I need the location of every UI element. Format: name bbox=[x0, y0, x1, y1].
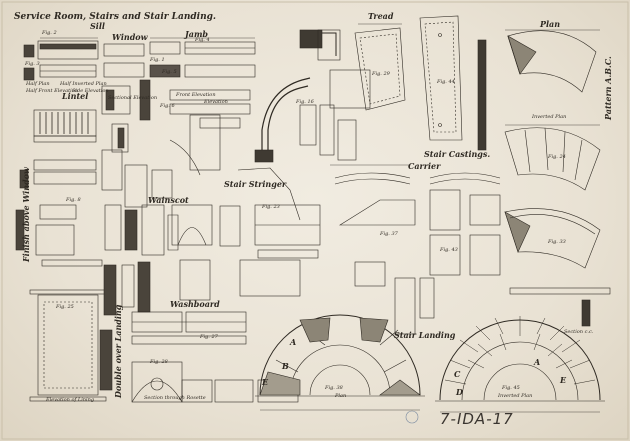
fig-label: Fig. 43 bbox=[440, 247, 458, 253]
heading-tread: Tread bbox=[368, 11, 394, 21]
fan-plans bbox=[504, 30, 611, 327]
fig-label: Fig. 3 bbox=[25, 61, 40, 67]
fig-label: Fig. 4 bbox=[195, 37, 210, 43]
fig-label: Fig. 38 bbox=[325, 385, 343, 391]
landing-plan-left bbox=[255, 314, 425, 397]
label-half-front-elevation: Half Front Elevation bbox=[26, 88, 78, 94]
fig-label: Fig. 1 bbox=[150, 57, 165, 63]
label-plan: Plan bbox=[335, 393, 347, 399]
fig-label: Fig. 5 bbox=[162, 69, 177, 75]
plan-letter: C bbox=[454, 369, 461, 379]
heading-jamb: Jamb bbox=[185, 29, 209, 39]
heading-stair-landing: Stair Landing bbox=[394, 330, 456, 340]
plan-letter: B bbox=[282, 361, 289, 371]
fig-label: Fig. 25 bbox=[56, 304, 74, 310]
fig-label: Fig. 27 bbox=[200, 334, 218, 340]
label-half-plan: Half Plan bbox=[26, 81, 50, 87]
stair-castings bbox=[334, 172, 501, 335]
jamb-details bbox=[149, 41, 256, 129]
heading-carrier: Carrier bbox=[408, 161, 441, 171]
washboard bbox=[131, 311, 247, 345]
dimension-marks bbox=[40, 23, 600, 413]
label-elevation: Elevation bbox=[204, 99, 228, 105]
fig-label: Fig. 16 bbox=[296, 99, 314, 105]
fig-label: Fig. 33 bbox=[548, 239, 566, 245]
fig-label: Fig. 29 bbox=[372, 71, 390, 77]
fig-label: Fig. 6 bbox=[160, 103, 175, 109]
heading-wainscot: Wainscot bbox=[148, 195, 189, 205]
heading-lintel: Lintel bbox=[62, 91, 89, 101]
fig-label: Fig. 24 bbox=[548, 154, 566, 160]
label-section-through-rosette: Section through Rosette bbox=[144, 395, 206, 401]
fig-label: Fig. 44 bbox=[437, 79, 455, 85]
label-inverted-plan-lower: Inverted Plan bbox=[498, 393, 533, 399]
plan-letter: E bbox=[262, 377, 269, 387]
double-over-landing bbox=[99, 329, 299, 403]
finish-above-window bbox=[15, 204, 103, 267]
plan-letter: A bbox=[534, 357, 541, 367]
tread-plans bbox=[354, 15, 487, 151]
label-inverted-plan: Inverted Plan bbox=[532, 114, 567, 120]
lintel-elevation bbox=[19, 109, 97, 189]
plan-letter: A bbox=[290, 337, 297, 347]
stair-stringer bbox=[169, 29, 371, 221]
catalog-stamp: 7-IDA-17 bbox=[440, 410, 514, 428]
heading-sill: Sill bbox=[90, 21, 105, 31]
label-front-elevation: Front Elevation bbox=[176, 92, 216, 98]
plan-letter: D bbox=[456, 387, 463, 397]
fig-label: Fig. 37 bbox=[380, 231, 398, 237]
heading-finish-above-window: Finish above Window bbox=[21, 167, 31, 262]
heading-window: Window bbox=[112, 32, 148, 42]
label-side-elevation: Side Elevation bbox=[72, 88, 109, 94]
label-sectional-elevation: Sectional Elevation bbox=[108, 95, 158, 101]
heading-doubleover-landing: Double over Landing bbox=[113, 304, 123, 398]
heading-washboard: Washboard bbox=[170, 299, 220, 309]
window-sections bbox=[101, 79, 151, 153]
sheet-title: Service Room, Stairs and Stair Landing. bbox=[14, 12, 217, 22]
heading-stair-stringer: Stair Stringer bbox=[224, 179, 287, 189]
label-half-inverted-plan: Half Inverted Plan bbox=[60, 81, 107, 87]
fig-label: Fig. 45 bbox=[502, 385, 520, 391]
sill-details bbox=[23, 40, 145, 81]
label-elevation-of-lining: Elevation of Lining bbox=[46, 397, 95, 403]
label-section-cc: Section c.c. bbox=[564, 329, 594, 335]
fig-label: Fig. 23 bbox=[262, 204, 280, 210]
fig-label: Fig. 2 bbox=[42, 30, 57, 36]
heading-pattern-abc: Pattern A.B.C. bbox=[603, 56, 613, 120]
landing-plan-right bbox=[435, 316, 605, 402]
plan-letter: E bbox=[560, 375, 567, 385]
heading-plan: Plan bbox=[540, 19, 561, 29]
heading-stair-castings: Stair Castings. bbox=[424, 149, 491, 159]
fig-label: Fig. 28 bbox=[150, 359, 168, 365]
fig-label: Fig. 8 bbox=[66, 197, 81, 203]
stamp-circle bbox=[405, 410, 419, 424]
mid-left-details bbox=[101, 149, 321, 316]
